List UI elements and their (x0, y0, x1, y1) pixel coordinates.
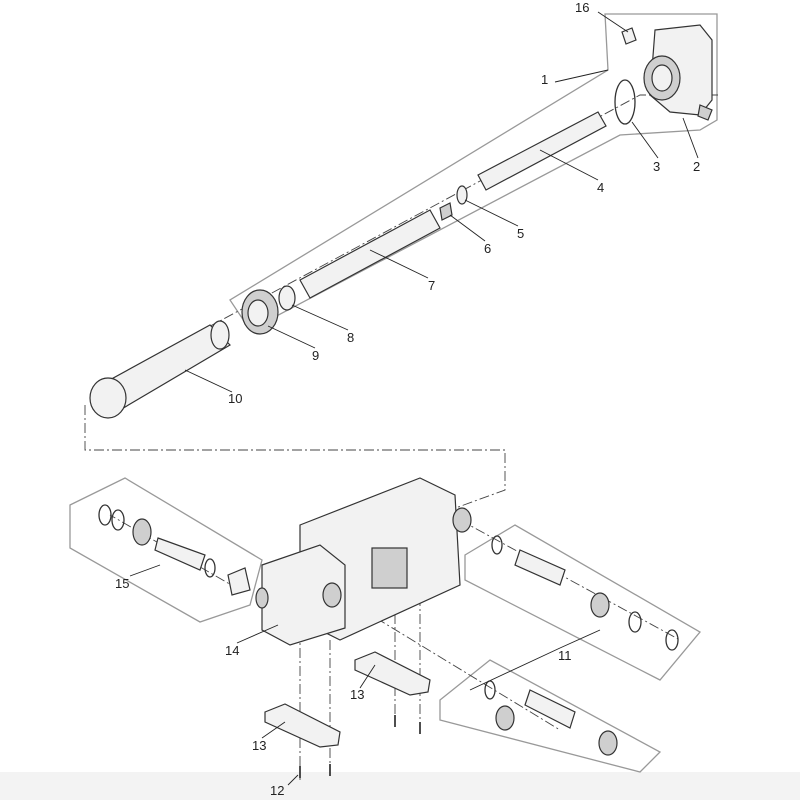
part-label-14: 14 (225, 643, 239, 658)
part-8-o-ring (278, 285, 296, 311)
part-15-hose-connector-set (98, 504, 251, 596)
part-7-tube (299, 209, 441, 299)
bottom-strip (0, 772, 800, 800)
part-label-16: 16 (575, 0, 589, 15)
part-label-12: 12 (270, 783, 284, 798)
part-label-13-upper: 13 (350, 687, 364, 702)
part-label-6: 6 (484, 241, 491, 256)
leader-lines (129, 11, 699, 786)
part-label-4: 4 (597, 180, 604, 195)
part-label-2: 2 (693, 159, 700, 174)
part-2-lamp-head (643, 24, 713, 121)
part-3-o-ring (614, 79, 636, 125)
part-5-ring (456, 185, 468, 205)
part-16-clip (621, 27, 637, 45)
part-label-11: 11 (558, 648, 572, 663)
group-frame-right (464, 524, 701, 681)
part-label-3: 3 (653, 159, 660, 174)
part-10-wiper-cage (89, 320, 231, 419)
part-label-1: 1 (541, 72, 548, 87)
part-14-housing (255, 477, 472, 646)
part-label-13-lower: 13 (252, 738, 266, 753)
part-11-hose-connector-set (491, 535, 679, 651)
part-13-bracket-lower (264, 703, 341, 748)
part-12-screws (299, 715, 421, 778)
part-label-5: 5 (517, 226, 524, 241)
part-label-15: 15 (115, 576, 129, 591)
assembly-axis-lower (109, 514, 681, 780)
part-label-8: 8 (347, 330, 354, 345)
group-frame-top (229, 13, 718, 331)
part-label-9: 9 (312, 348, 319, 363)
part-label-7: 7 (428, 278, 435, 293)
part-label-10: 10 (228, 391, 242, 406)
part-11-hose-connector-set-lower (484, 680, 618, 756)
part-9-union-nut (241, 289, 279, 335)
part-6-spacer (439, 202, 453, 221)
group-frame-bottom (439, 659, 662, 773)
part-13-bracket-upper (354, 651, 431, 696)
assembly-axis-link (84, 405, 506, 511)
group-frame-left (69, 477, 263, 623)
